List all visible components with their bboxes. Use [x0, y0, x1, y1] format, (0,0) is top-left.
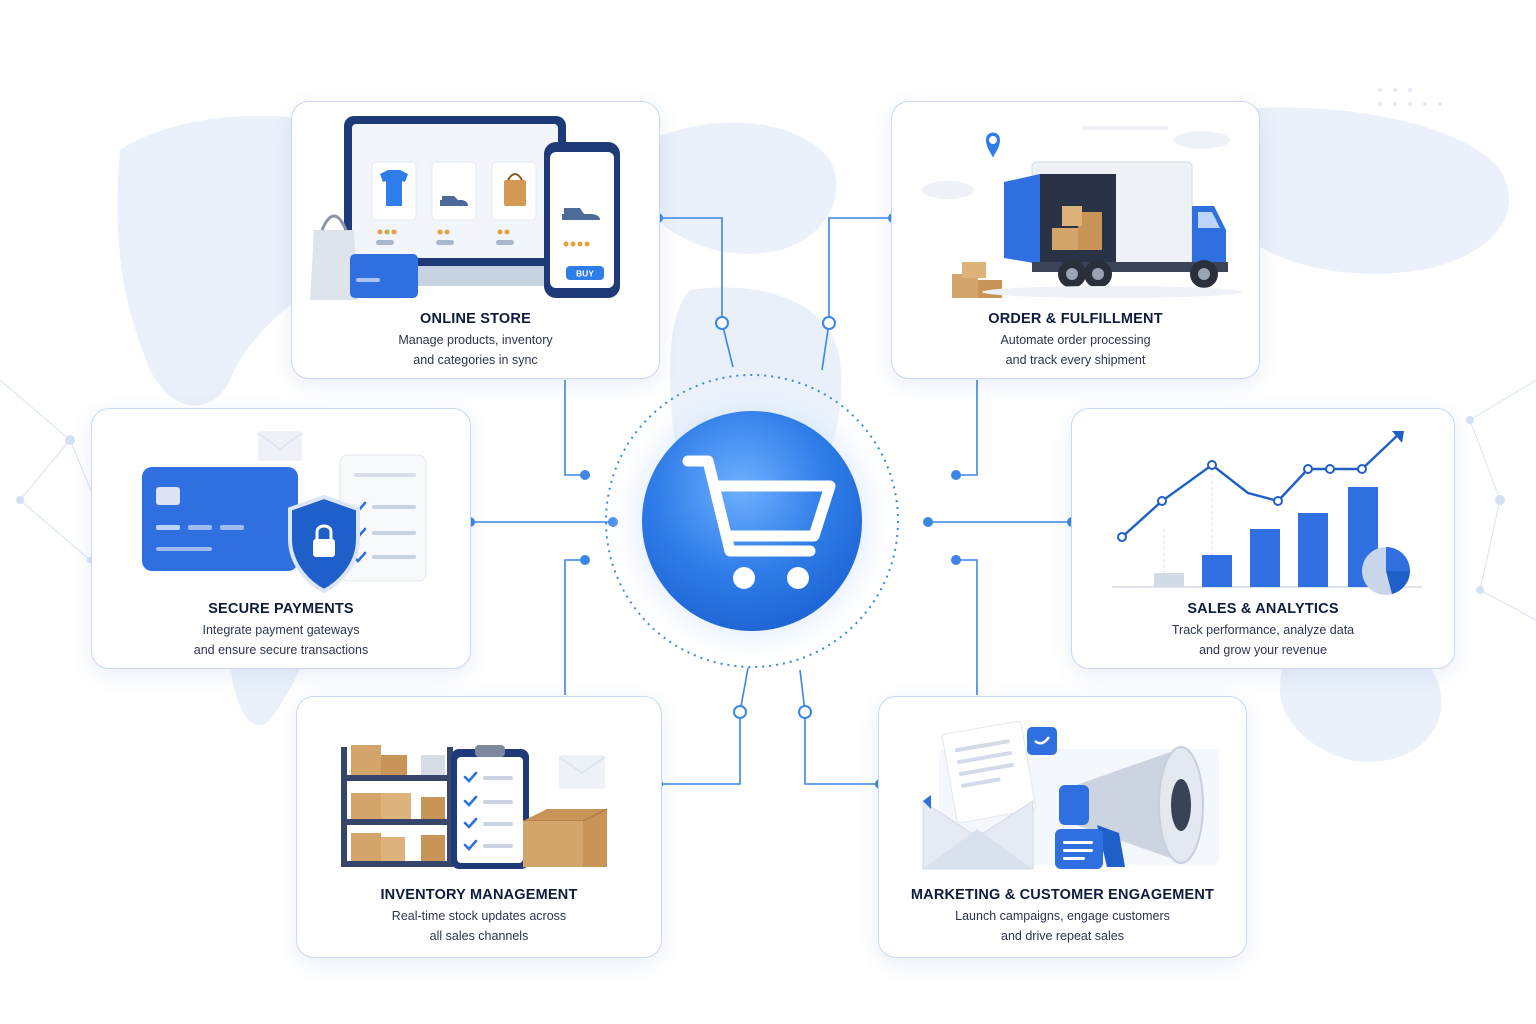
buy-button-label: BUY [576, 269, 594, 279]
card-inventory-management[interactable]: INVENTORY MANAGEMENT Real-time stock upd… [296, 696, 662, 958]
card-order-fulfillment[interactable]: ORDER & FULFILLMENT Automate order proce… [891, 101, 1260, 379]
card-secure-payments[interactable]: SECURE PAYMENTS Integrate payment gatewa… [91, 408, 471, 669]
central-hub [602, 371, 902, 671]
sales-chart-illustration [1112, 431, 1422, 595]
card-online-store[interactable]: BUY ONLINE STORE Manage products, invent… [291, 101, 660, 379]
card-title: ONLINE STORE [420, 311, 531, 327]
online-store-illustration: BUY [310, 116, 620, 300]
marketing-illustration [922, 720, 1219, 870]
inventory-illustration [341, 745, 608, 869]
card-title: SALES & ANALYTICS [1187, 601, 1339, 617]
secure-payment-illustration [142, 431, 427, 594]
card-marketing-engagement[interactable]: MARKETING & CUSTOMER ENGAGEMENT Launch c… [878, 696, 1247, 958]
shopping-cart-icon [682, 455, 836, 557]
card-sales-analytics[interactable]: SALES & ANALYTICS Track performance, ana… [1071, 408, 1455, 669]
delivery-truck-illustration [922, 126, 1242, 298]
card-title: INVENTORY MANAGEMENT [380, 887, 578, 903]
card-title: SECURE PAYMENTS [208, 601, 354, 617]
card-title: MARKETING & CUSTOMER ENGAGEMENT [910, 887, 1215, 903]
card-title: ORDER & FULFILLMENT [988, 311, 1163, 327]
